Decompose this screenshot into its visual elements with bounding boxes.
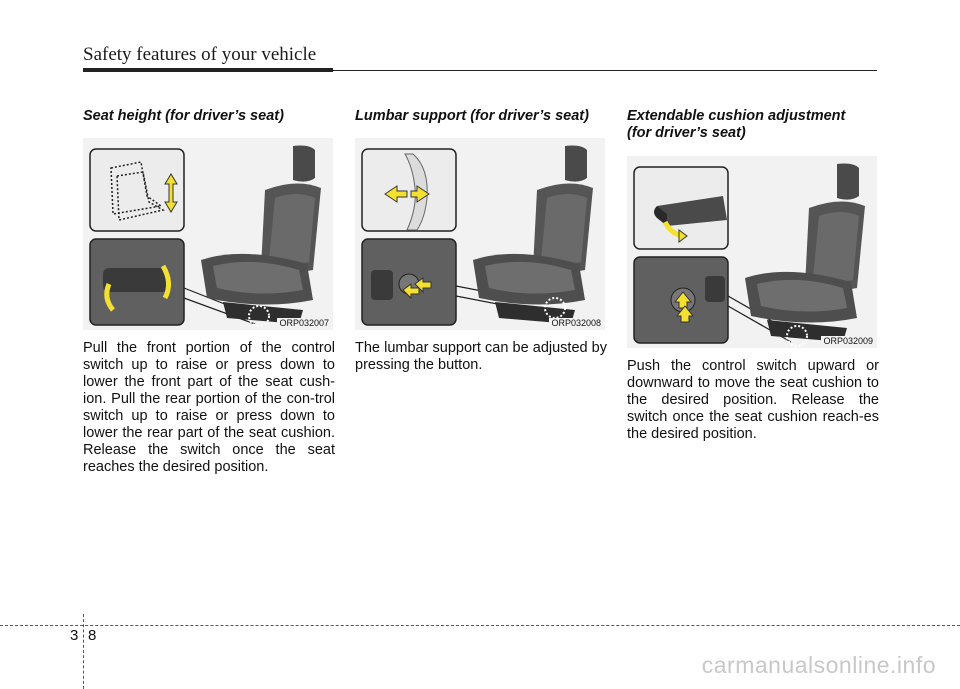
heading-line-1: Extendable cushion adjustment bbox=[627, 108, 846, 124]
footer-divider bbox=[83, 614, 84, 689]
figure-code: ORP032008 bbox=[549, 318, 603, 328]
figure-code: ORP032007 bbox=[277, 318, 331, 328]
extendable-cushion-drawing bbox=[633, 163, 865, 347]
lumbar-support-drawing bbox=[361, 145, 593, 326]
figure-code: ORP032009 bbox=[821, 336, 875, 346]
section-body: The lumbar support can be adjusted by pr… bbox=[355, 340, 607, 373]
header-title: Safety features of your vehicle bbox=[83, 44, 317, 65]
footer-rule bbox=[0, 625, 960, 626]
heading-line-2: (for driver’s seat) bbox=[627, 125, 746, 141]
section-heading: Lumbar support (for driver’s seat) bbox=[355, 108, 589, 124]
chapter-number: 3 bbox=[70, 627, 79, 644]
header-rule-thick bbox=[83, 68, 333, 72]
seat-height-drawing bbox=[89, 145, 321, 327]
watermark: carmanualsonline.info bbox=[701, 652, 936, 678]
header-rule-thin bbox=[333, 70, 877, 71]
section-extendable-cushion: Extendable cushion adjustment(for driver… bbox=[627, 108, 879, 443]
extendable-cushion-illustration: ORP032009 bbox=[627, 156, 877, 348]
section-seat-height: Seat height (for driver’s seat) ORP03200… bbox=[83, 108, 335, 476]
section-heading: Extendable cushion adjustment(for driver… bbox=[627, 108, 879, 142]
section-body: Push the control switch upward or downwa… bbox=[627, 358, 879, 442]
seat-height-illustration: ORP032007 bbox=[83, 138, 333, 330]
section-heading: Seat height (for driver’s seat) bbox=[83, 108, 284, 124]
lumbar-support-illustration: ORP032008 bbox=[355, 138, 605, 330]
section-body: Pull the front portion of the control sw… bbox=[83, 340, 335, 475]
section-lumbar-support: Lumbar support (for driver’s seat) ORP03… bbox=[355, 108, 607, 374]
page-number: 8 bbox=[88, 627, 97, 644]
